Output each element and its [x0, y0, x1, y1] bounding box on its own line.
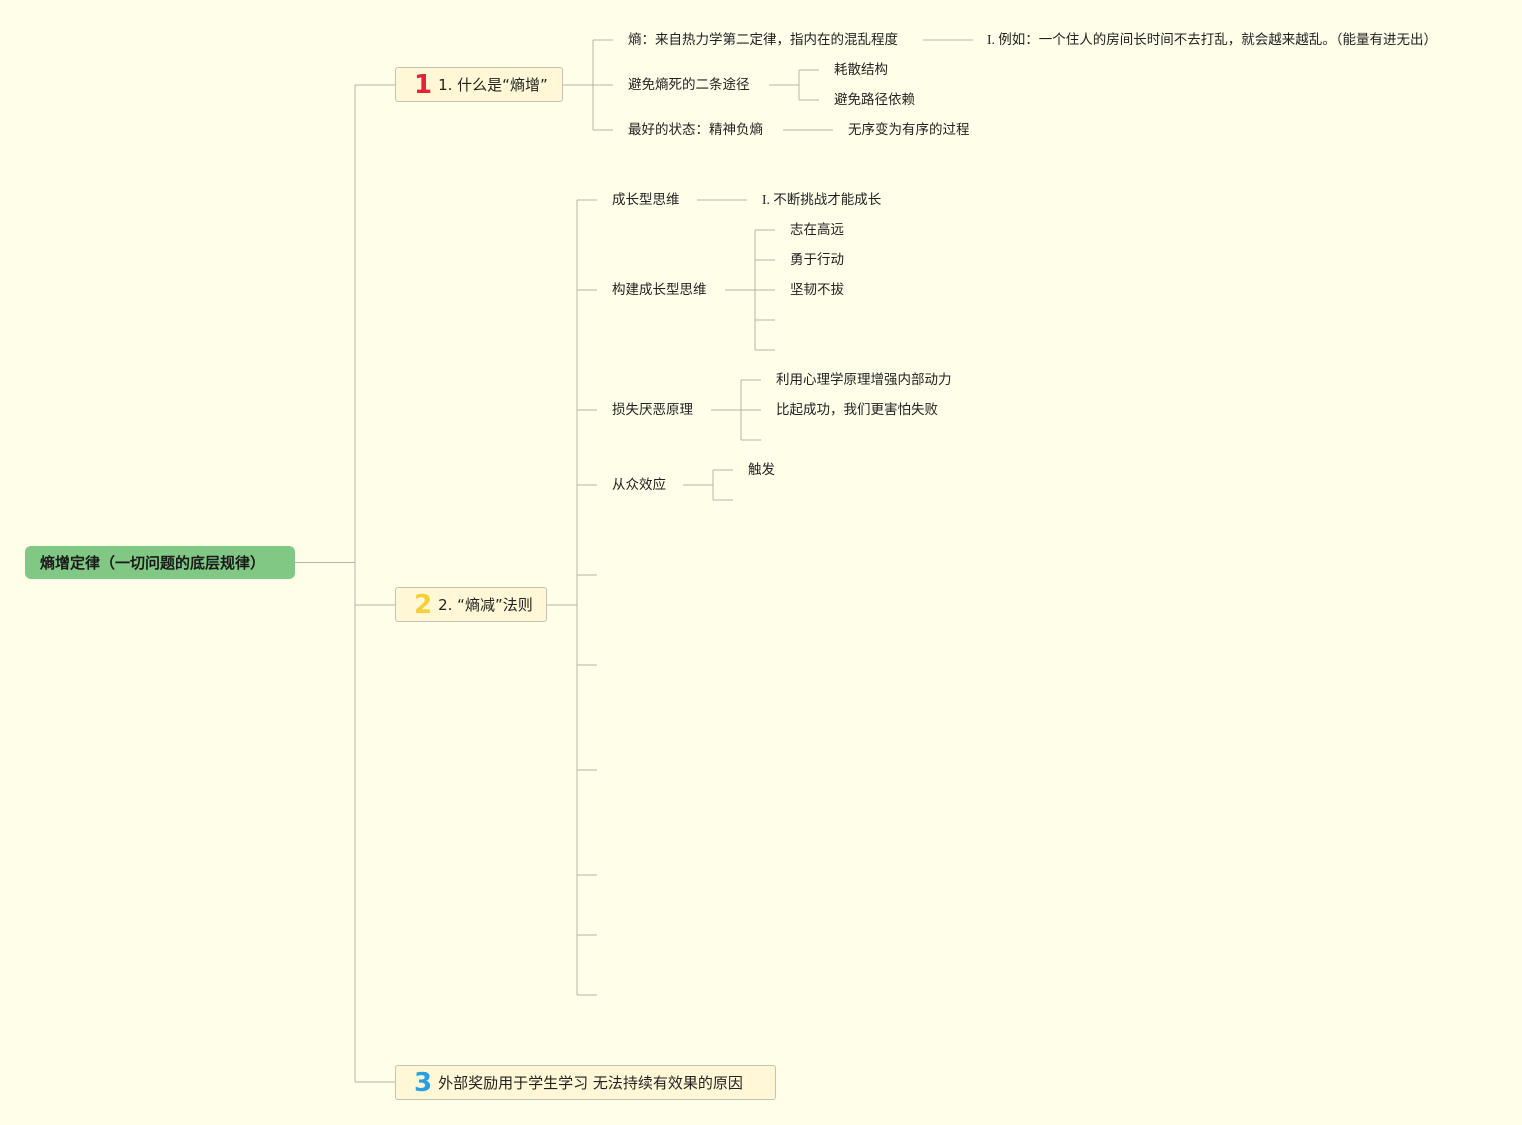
branch-label-1: 1. 什么是“熵增”	[438, 76, 548, 94]
branch-label-2: 2. “熵减”法则	[438, 596, 533, 614]
node-loss-item-2[interactable]: 比起成功，我们更害怕失败	[776, 402, 938, 418]
branch-label-3: 外部奖励用于学生学习 无法持续有效果的原因	[438, 1074, 743, 1092]
node-herd-effect[interactable]: 从众效应	[612, 477, 666, 493]
connector-branch-1	[563, 39, 613, 131]
node-entropy-definition[interactable]: 熵：来自热力学第二定律，指内在的混乱程度	[628, 32, 898, 48]
node-loss-item-1[interactable]: 利用心理学原理增强内部动力	[776, 372, 952, 388]
connector-build	[725, 229, 775, 351]
root-node[interactable]: 熵增定律（一切问题的底层规律）	[25, 546, 295, 579]
number-2-icon: 2	[414, 589, 433, 620]
node-avoid-paths[interactable]: 避免熵死的二条途径	[628, 77, 750, 93]
node-avoid-item-1[interactable]: 耗散结构	[834, 62, 888, 78]
number-1-icon: 1	[414, 69, 433, 100]
node-build-item-2[interactable]: 勇于行动	[790, 252, 844, 268]
node-build-item-3[interactable]: 坚韧不拔	[790, 282, 844, 298]
branch-node-1[interactable]: 1 1. 什么是“熵增”	[395, 67, 563, 102]
connector-root	[295, 84, 395, 1083]
node-loss-aversion[interactable]: 损失厌恶原理	[612, 402, 693, 418]
node-build-growth[interactable]: 构建成长型思维	[612, 282, 707, 298]
connector-branch-2	[547, 199, 597, 996]
node-build-item-1[interactable]: 志在高远	[790, 222, 844, 238]
root-label: 熵增定律（一切问题的底层规律）	[40, 554, 266, 572]
number-3-icon: 3	[414, 1067, 433, 1098]
node-avoid-item-2[interactable]: 避免路径依赖	[834, 92, 915, 108]
branch-node-2[interactable]: 2 2. “熵减”法则	[395, 587, 547, 622]
node-best-state[interactable]: 最好的状态：精神负熵	[628, 122, 763, 138]
node-entropy-example[interactable]: I. 例如：一个住人的房间长时间不去打乱，就会越来越乱。（能量有进无出）	[987, 32, 1437, 47]
connector-avoid	[769, 69, 819, 101]
node-growth-item[interactable]: I. 不断挑战才能成长	[762, 192, 882, 207]
node-best-state-item[interactable]: 无序变为有序的过程	[848, 122, 970, 138]
node-herd-item[interactable]: 触发	[748, 462, 775, 478]
node-growth-mindset[interactable]: 成长型思维	[612, 192, 680, 208]
branch-node-3[interactable]: 3 外部奖励用于学生学习 无法持续有效果的原因	[395, 1065, 776, 1100]
connector-loss	[711, 379, 761, 441]
connector-herd	[683, 469, 733, 501]
